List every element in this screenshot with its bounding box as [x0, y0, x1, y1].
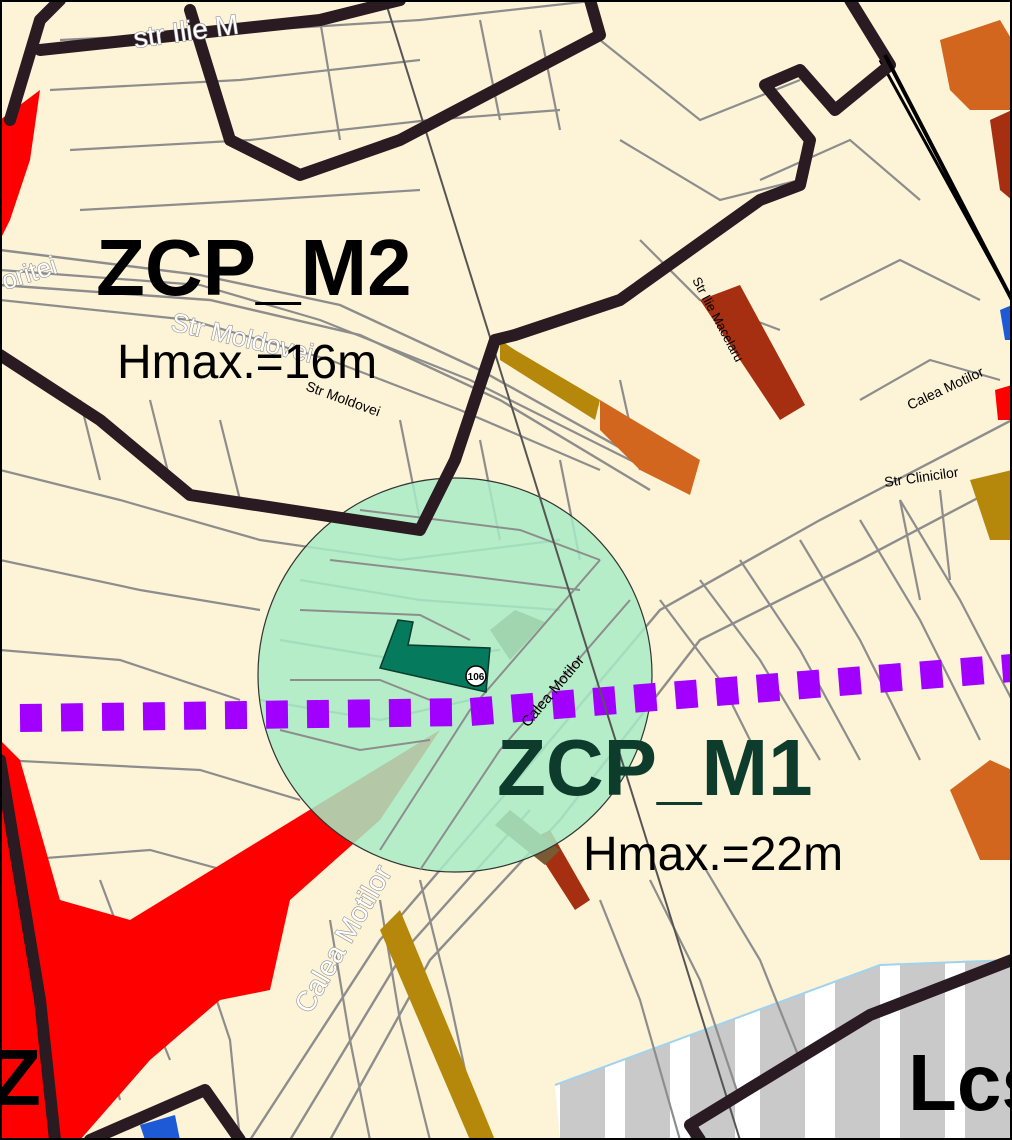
- monument-marker-label: 106: [468, 672, 485, 683]
- zone-label-z: Z: [0, 1033, 41, 1122]
- blue-building-bottom: [140, 1115, 180, 1140]
- blue-building-right: [1000, 305, 1012, 340]
- zone-height-zcp-m2: Hmax.=16m: [117, 336, 377, 389]
- zone-label-lcs: Lcs: [908, 1038, 1012, 1127]
- ochre-building-right: [970, 470, 1012, 540]
- red-zone-top: [0, 90, 40, 240]
- ochre-strip-south: [380, 910, 495, 1140]
- zone-label-zcp-m2: ZCP_M2: [96, 223, 412, 312]
- monument-building: [378, 619, 491, 693]
- thin-line-1: [384, 0, 741, 1140]
- zone-boundary-thin-right: [883, 54, 1012, 301]
- red-building-right: [995, 385, 1012, 420]
- red-zone-area: [0, 730, 440, 1140]
- red-zone-bottom-left: [0, 1080, 40, 1140]
- zone-height-zcp-m1: Hmax.=22m: [583, 828, 843, 881]
- orange-building-top-right: [940, 20, 1012, 110]
- orange-building: [600, 400, 700, 495]
- zone-label-zcp-m1: ZCP_M1: [497, 723, 813, 812]
- ochre-building: [500, 340, 600, 420]
- orange-building-mid-right: [950, 760, 1012, 860]
- monument-marker-circle: [465, 665, 487, 687]
- gray-area-outline: [554, 959, 1012, 1086]
- dark-red-building-macelaru: [700, 285, 805, 420]
- dark-red-building-right: [990, 110, 1012, 200]
- str-moldovei-road: [0, 248, 661, 492]
